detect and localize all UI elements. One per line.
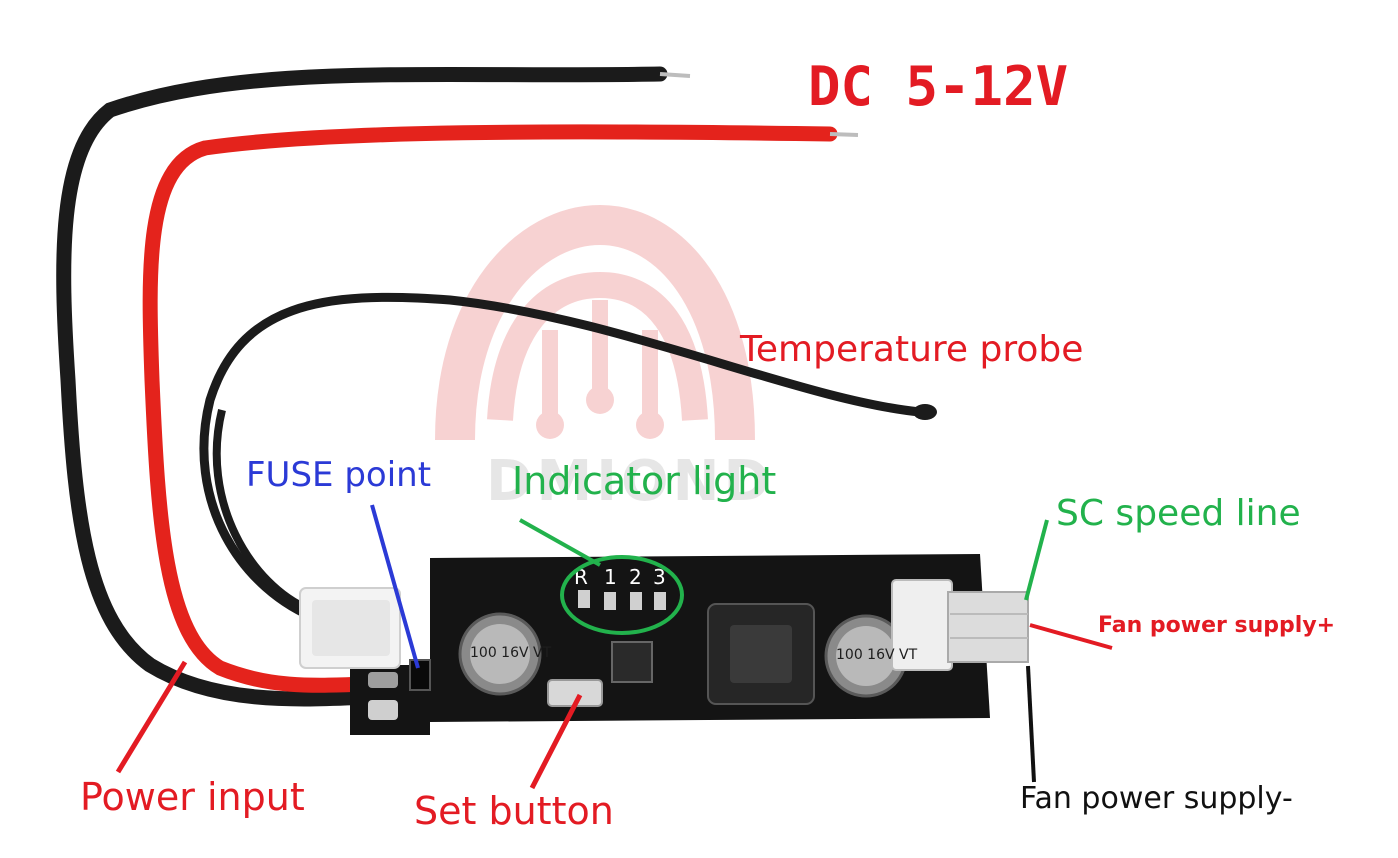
watermark-text: DMIOND xyxy=(486,449,775,514)
led-label-2: 2 xyxy=(629,565,642,589)
watermark-logo xyxy=(435,204,755,441)
led-label-3: 3 xyxy=(653,565,666,589)
voltage-label: DC 5-12V xyxy=(808,55,1069,118)
fan-minus-callout xyxy=(1026,665,1036,783)
temperature-probe-label: Temperature probe xyxy=(740,329,1084,370)
indicator-light-label: Indicator light xyxy=(512,459,777,503)
indicator-callout xyxy=(519,518,601,567)
black-wire-tip xyxy=(659,72,691,78)
fan-power-plus-label: Fan power supply+ xyxy=(1098,613,1336,638)
fuse-callout xyxy=(370,504,420,669)
led-label-1: 1 xyxy=(604,565,617,589)
red-wire-tip xyxy=(829,132,859,137)
capacitor-marking-left: 100 16V VT xyxy=(470,645,552,661)
power-callout xyxy=(115,660,188,774)
pcb-board xyxy=(299,554,1029,735)
power-input-label: Power input xyxy=(80,775,305,819)
probe-tip xyxy=(913,404,937,420)
set-button-callout xyxy=(529,693,583,790)
black-power-wire xyxy=(56,66,668,707)
fuse-point-label: FUSE point xyxy=(246,455,432,495)
indicator-highlight xyxy=(560,555,684,635)
sc-callout xyxy=(1024,519,1049,601)
fan-power-minus-label: Fan power supply- xyxy=(1020,781,1293,816)
capacitor-marking-right: 100 16V VT xyxy=(836,647,918,663)
set-button-label: Set button xyxy=(414,789,614,833)
fan-plus-callout xyxy=(1029,623,1113,650)
sc-speed-line-label: SC speed line xyxy=(1056,493,1301,534)
temperature-probe-wire xyxy=(199,292,925,625)
red-power-wire xyxy=(142,124,838,693)
